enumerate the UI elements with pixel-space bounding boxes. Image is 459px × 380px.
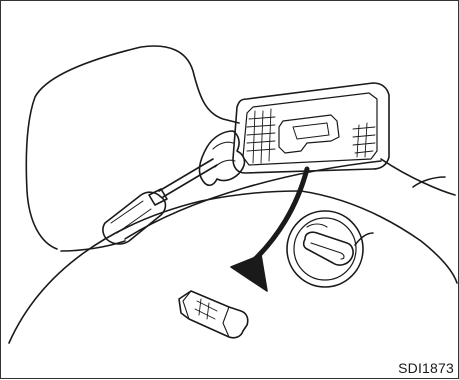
cloth-wrapped-tip-icon [200, 131, 245, 185]
figure-code-label: SDI1873 [398, 361, 454, 375]
headliner-panel-icon [26, 46, 239, 251]
ignition-knob-icon [287, 211, 363, 287]
festoon-bulb-icon [179, 291, 248, 338]
map-lamp-lens-icon [233, 83, 389, 173]
